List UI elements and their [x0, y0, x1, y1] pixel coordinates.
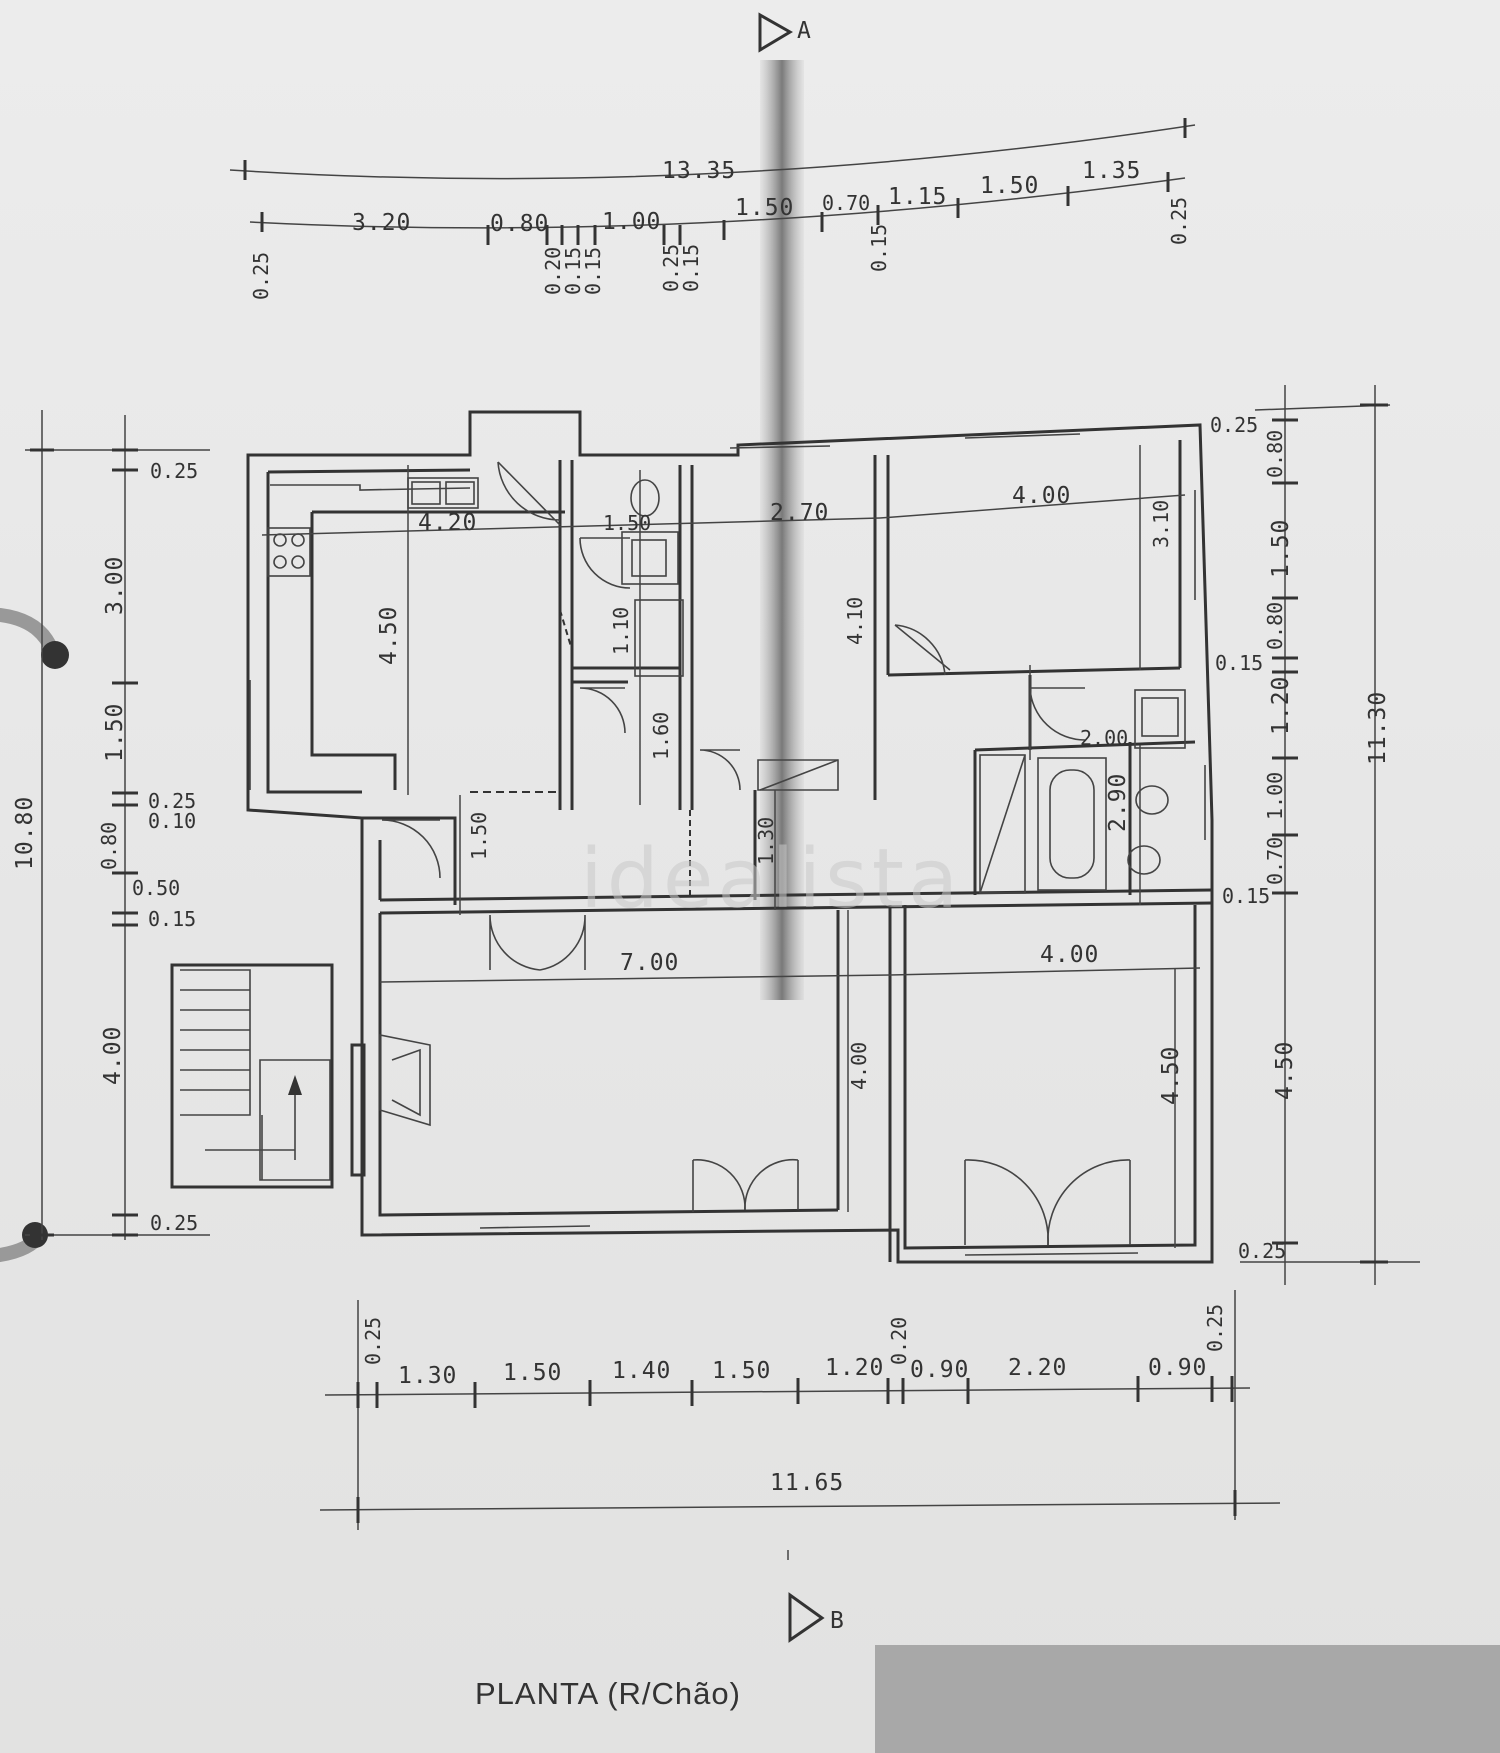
dim-left-seg-2: 3.00: [102, 556, 128, 615]
dim-right-seg-1: 0.25: [1210, 413, 1258, 437]
right-dimension-chain: 0.25 0.80 1.50 0.80 0.15 1.20 1.00 0.70 …: [1210, 385, 1420, 1285]
dim-right-seg-8: 0.70: [1263, 837, 1287, 885]
binder-ring-icon: [0, 608, 69, 669]
dim-bottom-seg-3: 1.50: [503, 1360, 562, 1386]
dim-left-seg-1: 0.25: [150, 459, 198, 483]
dim-bottom-seg-9: 2.20: [1008, 1355, 1067, 1381]
dim-right-seg-3: 1.50: [1268, 519, 1294, 578]
top-dimension-chain: 13.35 3.20 0.80 1.00 1.50 0.70 1.15 1.50…: [229, 118, 1196, 300]
dim-top-small-7: 0.15: [867, 224, 891, 272]
interior-dimensions: 4.20 4.50 1.50 1.10 1.60 2.70 4.10 4.00 …: [261, 445, 1201, 1248]
dim-top-small-1: 0.25: [249, 252, 273, 300]
dim-top-seg-8: 1.35: [1082, 158, 1141, 184]
staircase-icon: [170, 963, 334, 1189]
dim-left-total: 10.80: [12, 796, 38, 870]
dim-bottom-seg-5: 1.50: [712, 1358, 771, 1384]
dim-top-small-3: 0.15: [561, 247, 585, 295]
dim-bottom-seg-11: 0.25: [1203, 1304, 1227, 1352]
dim-bedroom-width: 4.00: [1012, 483, 1071, 509]
dim-top-small-8: 0.25: [1167, 197, 1191, 245]
fireplace-icon: [350, 1034, 431, 1177]
dim-left-seg-6: 0.80: [97, 822, 121, 870]
dim-living-width: 7.00: [620, 950, 679, 976]
dim-top-total: 13.35: [662, 158, 736, 184]
dim-right-seg-4: 0.80: [1263, 602, 1287, 650]
dim-right-seg-11: 0.25: [1238, 1239, 1286, 1263]
section-label-b: B: [830, 1608, 845, 1634]
dim-left-seg-5: 0.10: [148, 809, 196, 833]
dim-wc-depth: 1.10: [609, 607, 633, 655]
dim-bathroom-width: 2.00: [1080, 726, 1128, 750]
dim-top-seg-1: 3.20: [352, 210, 411, 236]
dim-right-total: 11.30: [1365, 691, 1391, 765]
dim-right-seg-2: 0.80: [1263, 430, 1287, 478]
dim-bottom-total: 11.65: [770, 1470, 844, 1496]
dim-bottom-seg-10: 0.90: [1148, 1355, 1207, 1381]
kitchen-fixtures: [267, 477, 479, 577]
plan-title: PLANTA (R/Chão): [475, 1676, 741, 1711]
dim-bottom-seg-6: 1.20: [825, 1355, 884, 1381]
dim-bottom-seg-1: 0.25: [361, 1317, 385, 1365]
bathroom-fixtures: [621, 479, 1186, 894]
section-line-shadow: [760, 60, 804, 1000]
dim-right-seg-5: 0.15: [1215, 651, 1263, 675]
dim-left-seg-9: 4.00: [100, 1026, 126, 1085]
dim-top-seg-7: 1.50: [980, 173, 1039, 199]
dim-storage-depth: 1.60: [649, 712, 673, 760]
dim-bedroom-depth: 3.10: [1149, 500, 1173, 548]
dim-right-seg-10: 4.50: [1272, 1041, 1298, 1100]
dim-top-small-2: 0.20: [541, 247, 565, 295]
doors: [381, 461, 1131, 1246]
section-arrow-b-icon: [788, 1592, 825, 1643]
dim-kitchen-width: 4.20: [418, 510, 477, 536]
section-arrow-a-icon: [758, 12, 793, 53]
dim-left-seg-4: 0.25: [148, 789, 196, 813]
dim-lounge-width: 4.00: [1040, 942, 1099, 968]
dim-top-seg-3: 1.00: [602, 209, 661, 235]
dim-hall-depth: 1.30: [754, 817, 778, 865]
dim-left-seg-8: 0.15: [148, 907, 196, 931]
dim-left-seg-10: 0.25: [150, 1211, 198, 1235]
dim-lounge-depth: 4.50: [1158, 1046, 1184, 1105]
dim-left-seg-7: 0.50: [132, 876, 180, 900]
dim-entry-depth: 1.50: [467, 812, 491, 860]
dim-room-width: 2.70: [770, 500, 829, 526]
dim-right-seg-9: 0.15: [1222, 884, 1270, 908]
grey-occluder: [875, 1645, 1500, 1753]
dim-top-seg-2: 0.80: [490, 211, 549, 237]
section-label-a: A: [797, 18, 812, 44]
dim-bottom-seg-8: 0.90: [910, 1357, 969, 1383]
dim-right-seg-7: 1.00: [1263, 772, 1287, 820]
bottom-dimension-chain: 0.25 1.30 1.50 1.40 1.50 1.20 0.20 0.90 …: [319, 1290, 1281, 1530]
dim-bottom-seg-2: 1.30: [398, 1363, 457, 1389]
left-dimension-chain: 10.80 0.25 3.00 1.50 0.25 0.10 0.80 0.50…: [12, 410, 210, 1240]
dim-bath-width: 1.50: [603, 511, 651, 535]
dim-top-seg-6: 1.15: [888, 184, 947, 210]
dim-kitchen-depth: 4.50: [376, 606, 402, 665]
dim-top-small-4: 0.15: [581, 247, 605, 295]
dim-bottom-seg-7: 0.20: [887, 1317, 911, 1365]
dim-top-seg-5: 0.70: [822, 191, 870, 215]
dim-top-seg-4: 1.50: [735, 195, 794, 221]
dim-top-small-6: 0.15: [679, 244, 703, 292]
dim-room-depth: 4.10: [843, 597, 867, 645]
dim-top-small-5: 0.25: [659, 244, 683, 292]
dim-left-seg-3: 1.50: [102, 703, 128, 762]
dim-right-seg-6: 1.20: [1268, 676, 1294, 735]
windows: [249, 433, 1206, 1256]
watermark: idealista: [580, 832, 963, 927]
dim-bathroom-depth: 2.90: [1105, 773, 1131, 832]
dim-living-depth: 4.00: [847, 1042, 871, 1090]
dim-bottom-seg-4: 1.40: [612, 1358, 671, 1384]
binder-ring-icon: [0, 1222, 48, 1262]
